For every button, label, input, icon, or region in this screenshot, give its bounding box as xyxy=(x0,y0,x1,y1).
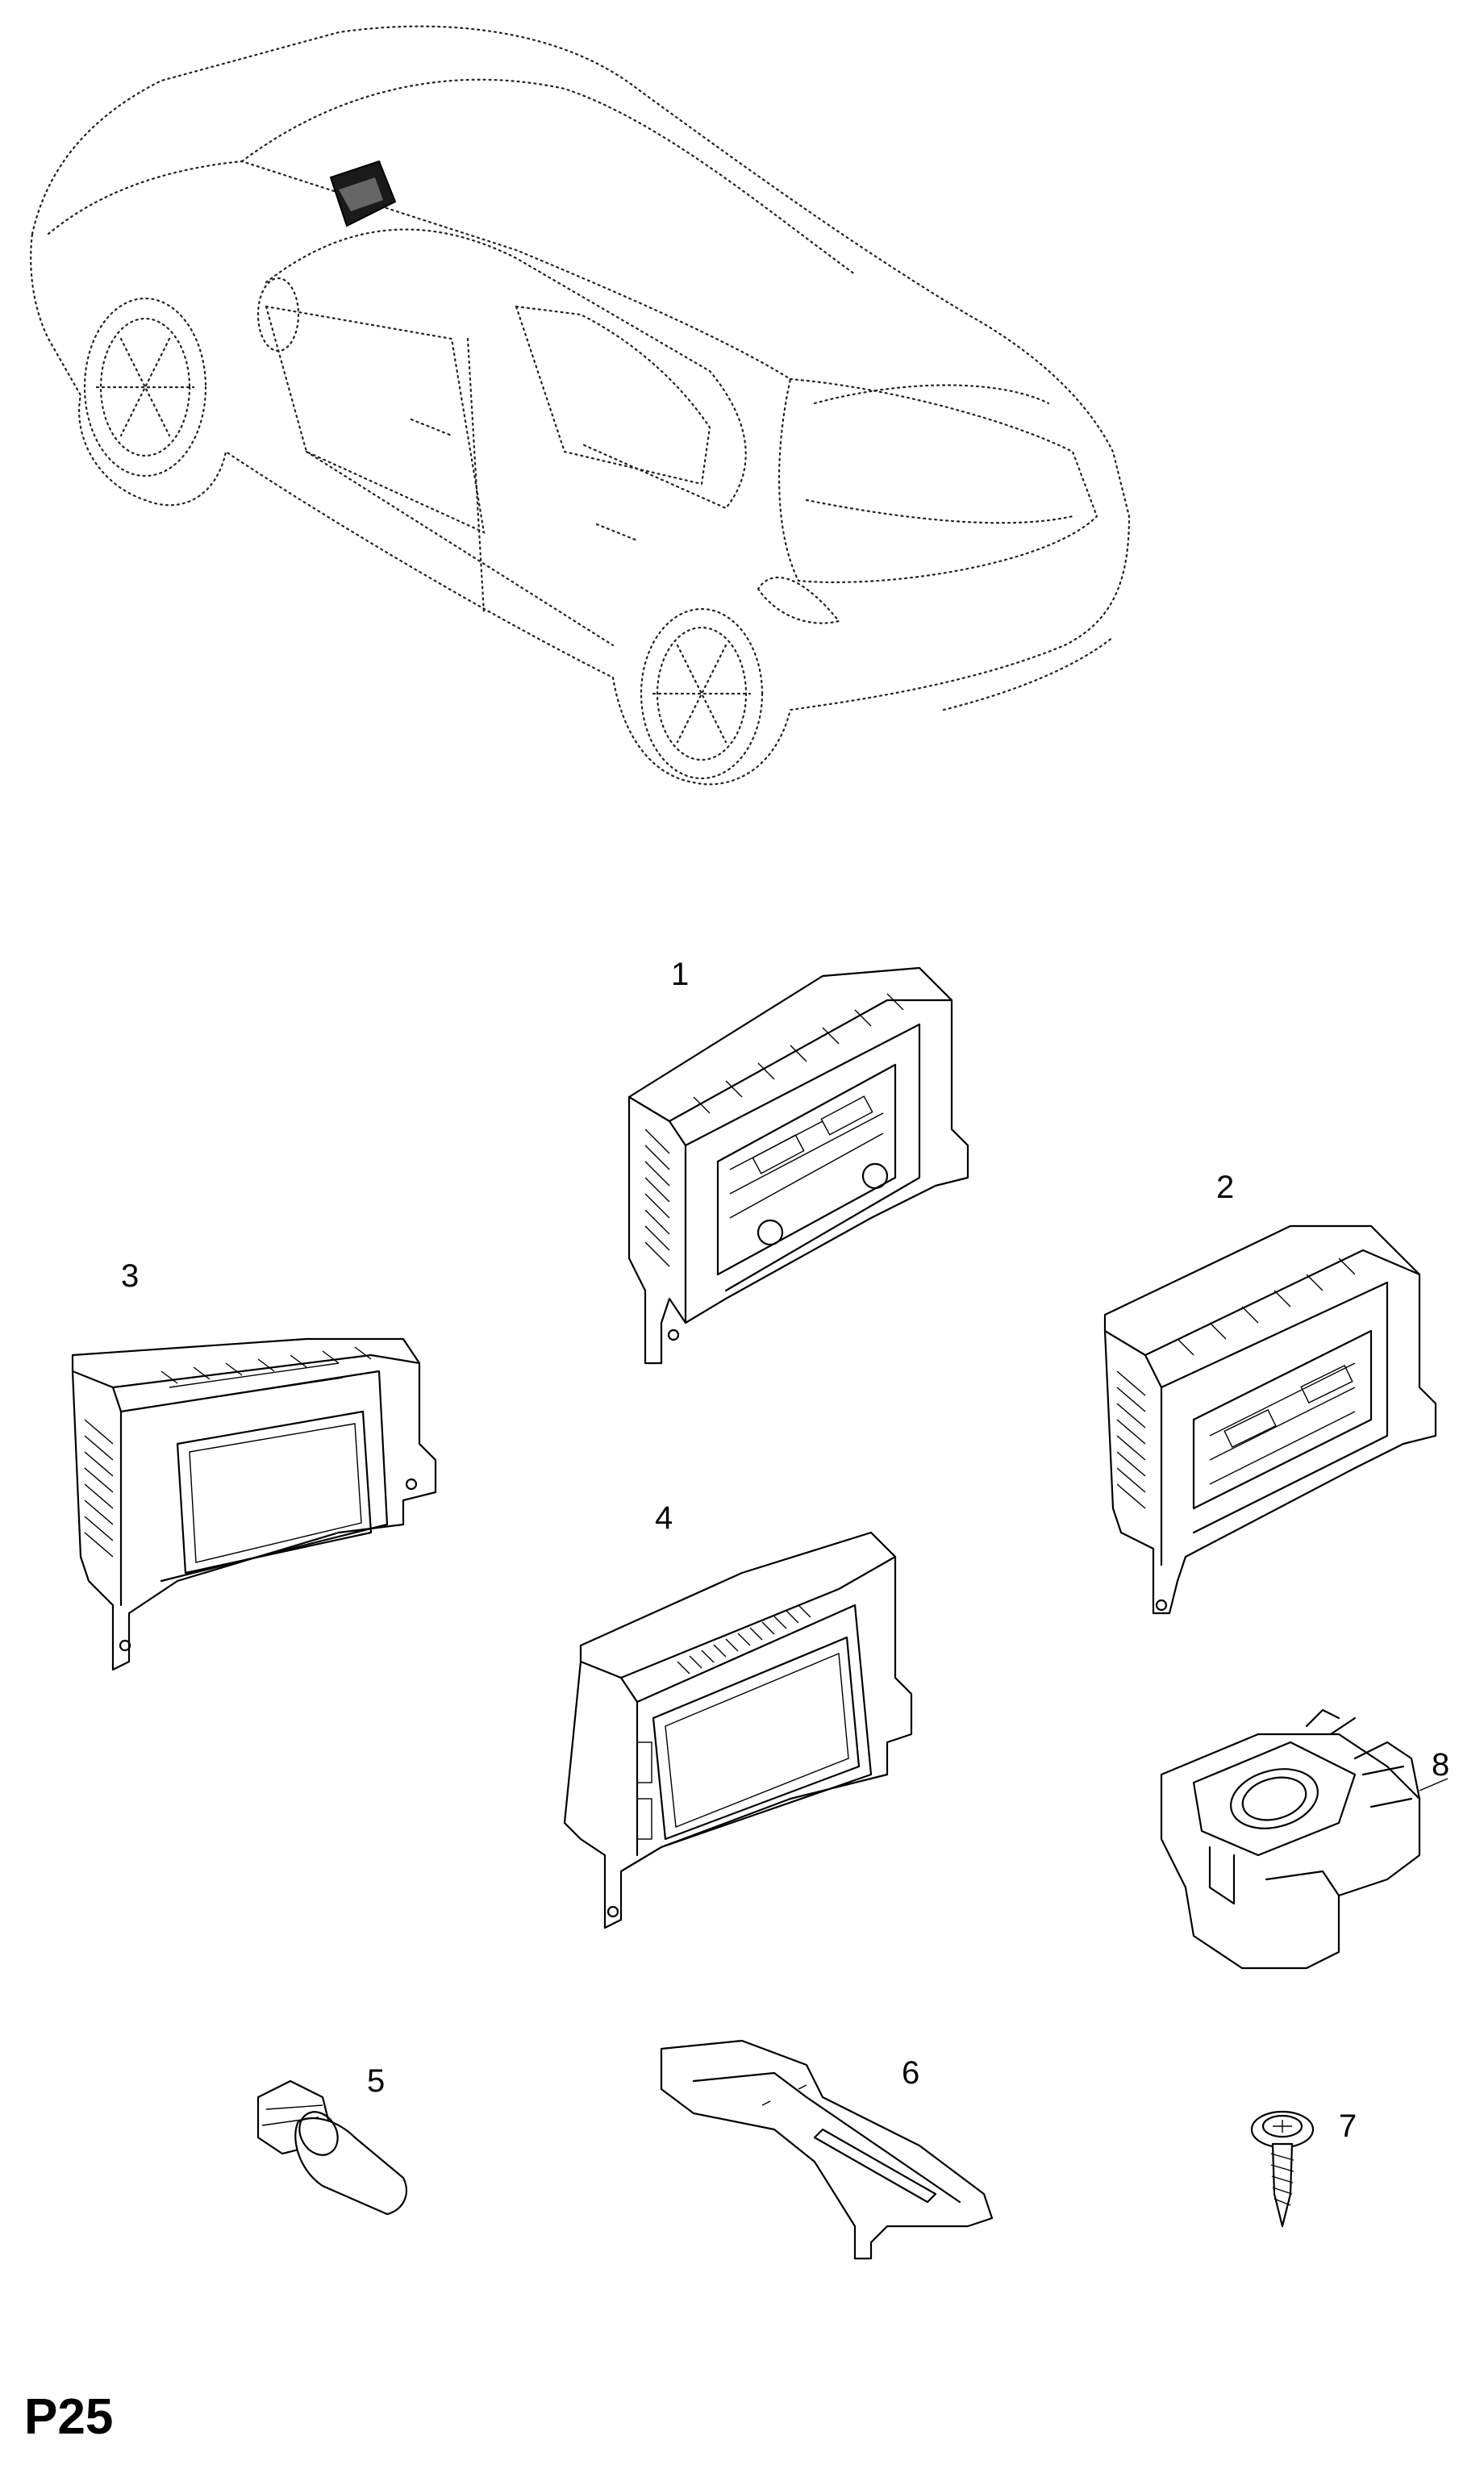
part-7-screw xyxy=(1250,2110,1315,2228)
part-3-display-unit xyxy=(71,1337,437,1671)
leader-lines xyxy=(1419,1778,1449,1791)
callout-8: 8 xyxy=(1432,1747,1450,1783)
callout-6: 6 xyxy=(902,2055,920,2091)
callout-3: 3 xyxy=(121,1258,140,1294)
callout-1: 1 xyxy=(671,957,690,992)
callout-4: 4 xyxy=(655,1500,673,1536)
part-4-display-unit xyxy=(563,1531,913,1929)
part-6-bracket xyxy=(660,2039,994,2260)
part-2-display-unit xyxy=(1103,1224,1437,1615)
page-code: P25 xyxy=(24,2389,114,2445)
car-outline xyxy=(30,25,1131,786)
part-1-display-unit xyxy=(627,966,969,1365)
part-5-bulb xyxy=(256,2079,407,2216)
callout-5: 5 xyxy=(367,2063,386,2099)
part-8-switch xyxy=(1160,1708,1421,1970)
callout-7: 7 xyxy=(1339,2108,1357,2144)
callout-2: 2 xyxy=(1216,1170,1235,1205)
